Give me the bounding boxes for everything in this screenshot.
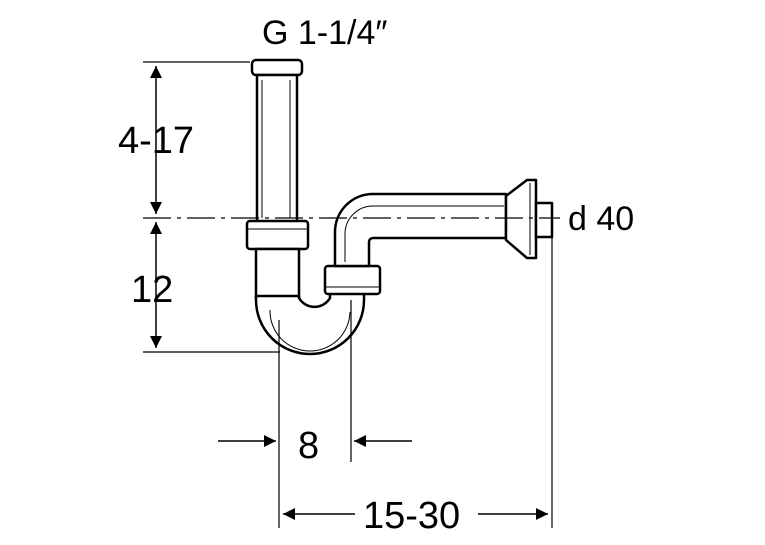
thread-label: G 1-1/4″ — [262, 14, 387, 52]
riser-nut — [323, 264, 382, 296]
u-bend — [254, 288, 366, 356]
siphon-body — [245, 58, 554, 356]
projection-label: 15-30 — [363, 495, 460, 537]
height-upper-label: 4-17 — [118, 120, 194, 162]
height-lower-label: 12 — [131, 269, 173, 311]
top-cap — [250, 58, 304, 77]
reference-lines — [143, 61, 560, 528]
inlet-nut — [245, 219, 310, 251]
offset-label: 8 — [298, 425, 319, 467]
inlet-lower — [254, 247, 301, 301]
outlet-bend — [333, 192, 508, 268]
outlet-diameter-label: d 40 — [568, 200, 634, 238]
wall-rosette — [504, 178, 538, 260]
outlet-stub — [534, 201, 554, 239]
inlet-tube — [255, 73, 299, 225]
